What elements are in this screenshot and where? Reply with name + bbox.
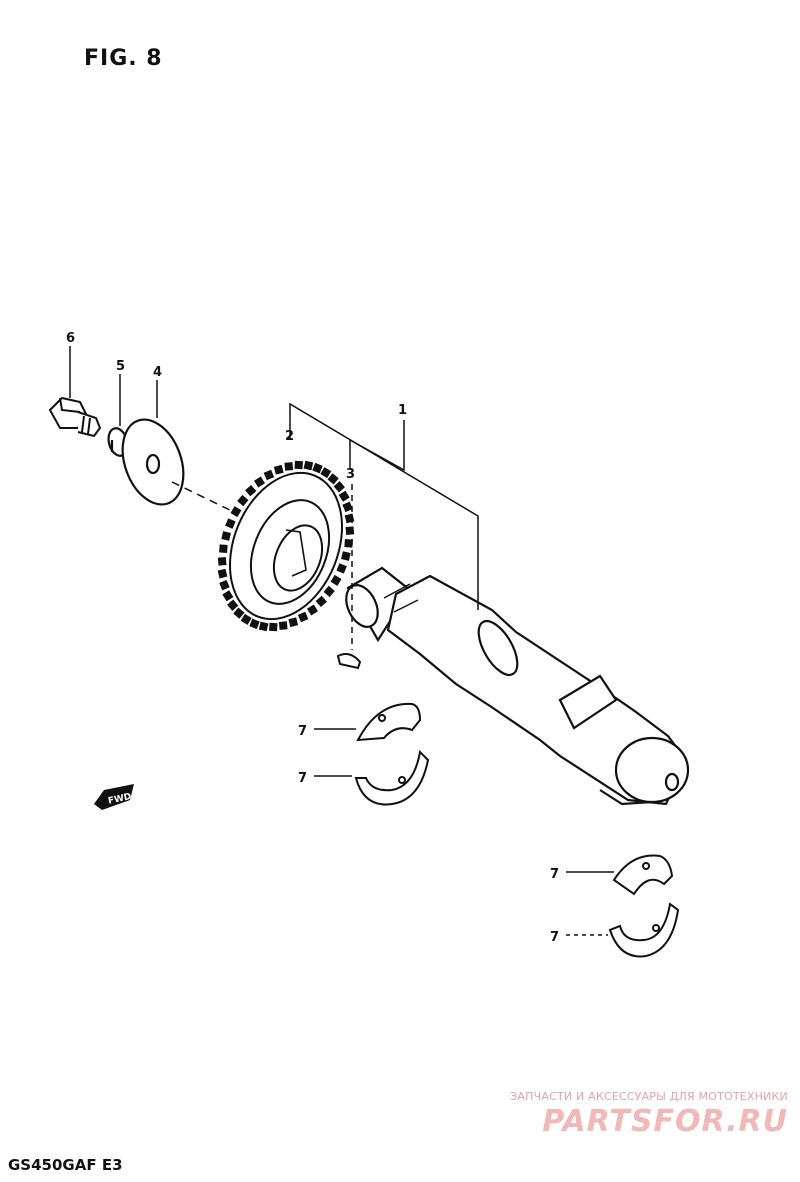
callout-part-1: 1 bbox=[398, 403, 407, 418]
gear-tooth bbox=[217, 568, 228, 579]
assembly-dash-line bbox=[171, 481, 235, 513]
key-part-3 bbox=[336, 653, 362, 670]
callout-part-4: 4 bbox=[153, 365, 162, 380]
gear-tooth bbox=[338, 490, 350, 502]
gear-tooth bbox=[219, 579, 230, 591]
gear-tooth bbox=[344, 513, 355, 524]
gear-tooth bbox=[230, 506, 242, 518]
callout-part-3: 3 bbox=[346, 467, 355, 482]
gear-tooth bbox=[306, 604, 319, 616]
watermark-tagline: ЗАПЧАСТИ И АКСЕССУАРЫ ДЛЯ МОТОТЕХНИКИ bbox=[510, 1090, 788, 1103]
bearing-pair-left bbox=[354, 702, 430, 806]
fwd-label: FWD bbox=[107, 792, 132, 807]
figure-title: FIG. 8 bbox=[84, 46, 163, 71]
callout-part-7b: 7 bbox=[298, 771, 307, 786]
gear-tooth bbox=[253, 476, 266, 488]
gear-tooth bbox=[284, 462, 294, 471]
leader-lines-4-5-6 bbox=[69, 346, 158, 426]
gear-tooth bbox=[221, 531, 231, 541]
watermark-logo: PARTSFOR.RU bbox=[542, 1104, 788, 1139]
gear-tooth bbox=[233, 607, 245, 619]
gear-tooth bbox=[240, 613, 252, 625]
gear-tooth bbox=[237, 494, 249, 507]
gear-tooth bbox=[225, 518, 236, 529]
callout-part-7c: 7 bbox=[550, 867, 559, 882]
gear-tooth bbox=[288, 617, 299, 628]
callout-part-6: 6 bbox=[66, 331, 75, 346]
callout-part-7a: 7 bbox=[298, 724, 307, 739]
gear-tooth bbox=[219, 544, 228, 553]
balancer-shaft-part-1 bbox=[345, 566, 690, 806]
gear-tooth bbox=[303, 460, 314, 471]
gear-tooth bbox=[222, 590, 234, 602]
gear-tooth bbox=[320, 467, 332, 479]
gear-tooth bbox=[294, 460, 304, 470]
gear-tooth bbox=[297, 611, 309, 623]
gear-tooth bbox=[327, 473, 339, 485]
gear-tooth bbox=[227, 599, 239, 611]
gear-tooth bbox=[323, 585, 335, 598]
gear-tooth bbox=[217, 556, 227, 566]
bearing-pair-right bbox=[608, 854, 680, 958]
gear-tooth bbox=[315, 595, 327, 608]
model-code: GS450GAF E3 bbox=[8, 1156, 123, 1174]
leader-lines-1-2 bbox=[289, 402, 479, 650]
gear-tooth bbox=[268, 622, 278, 632]
gear-tooth bbox=[345, 526, 355, 536]
gear-tooth bbox=[249, 618, 260, 630]
forward-arrow-icon: FWD bbox=[94, 784, 134, 810]
callout-part-2: 2 bbox=[285, 429, 294, 444]
gear-tooth bbox=[342, 501, 353, 513]
bolt-part-6 bbox=[48, 396, 102, 438]
gear-tooth bbox=[341, 551, 351, 561]
gear-tooth bbox=[333, 481, 345, 493]
gear-tooth bbox=[258, 621, 269, 632]
gear-tooth bbox=[273, 464, 284, 475]
gear-tooth bbox=[263, 469, 275, 481]
gear-tooth bbox=[312, 462, 323, 474]
gear-tooth bbox=[344, 539, 353, 548]
callout-part-5: 5 bbox=[116, 359, 125, 374]
leader-lines-7 bbox=[314, 728, 614, 936]
gear-tooth bbox=[278, 621, 288, 630]
gear-part-2 bbox=[217, 460, 355, 632]
callout-part-7d: 7 bbox=[550, 930, 559, 945]
gear-tooth bbox=[245, 484, 257, 497]
gear-tooth bbox=[330, 574, 342, 586]
plate-washer-part-4 bbox=[121, 418, 185, 506]
gear-tooth bbox=[336, 563, 347, 574]
